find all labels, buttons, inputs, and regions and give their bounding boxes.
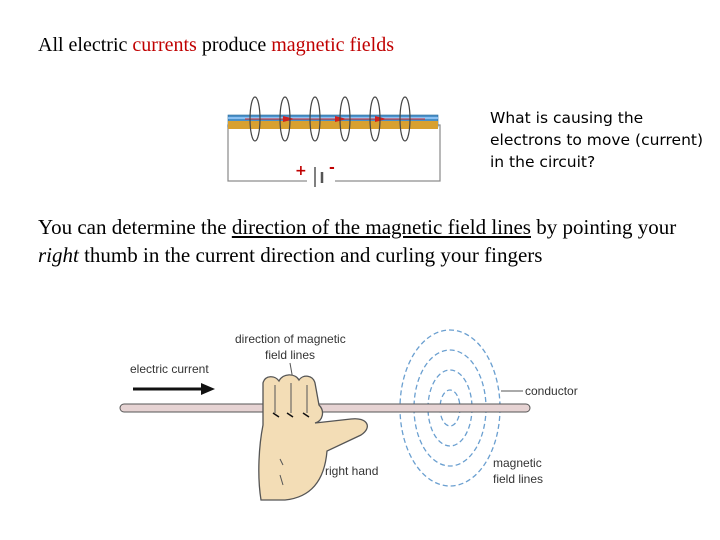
right-hand-label: right hand bbox=[325, 464, 378, 478]
circuit-diagram: + - bbox=[227, 96, 441, 187]
body-text-3: thumb in the current direction and curli… bbox=[78, 243, 543, 267]
conductor-label: conductor bbox=[525, 384, 578, 398]
electric-current-label: electric current bbox=[130, 362, 209, 376]
title-text-2: produce bbox=[196, 34, 272, 56]
body-italic-text: right bbox=[38, 243, 79, 267]
battery-plus-label: + bbox=[295, 163, 307, 179]
body-paragraph: You can determine the direction of the m… bbox=[38, 213, 678, 269]
magnetic-label-2: field lines bbox=[493, 472, 543, 486]
field-lines-label-1: direction of magnetic bbox=[235, 332, 346, 346]
title-highlight-currents: currents bbox=[132, 34, 197, 56]
question-text: What is causing the electrons to move (c… bbox=[490, 109, 704, 171]
title-text-1: All electric bbox=[38, 34, 133, 56]
title-highlight-fields: magnetic fields bbox=[271, 34, 394, 56]
conductor-rod bbox=[119, 403, 531, 413]
body-text-2: by pointing your bbox=[530, 215, 677, 239]
battery-minus-label: - bbox=[329, 160, 335, 176]
right-hand-icon bbox=[258, 374, 368, 501]
magnetic-label-1: magnetic bbox=[493, 456, 542, 470]
body-text-1: You can determine the bbox=[38, 215, 232, 239]
right-hand-rule-diagram: direction of magnetic field lines electr… bbox=[119, 329, 578, 501]
slide-title: All electric currents produce magnetic f… bbox=[38, 34, 394, 57]
field-lines-label-2: field lines bbox=[265, 348, 315, 362]
body-underlined-text: direction of the magnetic field lines bbox=[231, 215, 531, 239]
